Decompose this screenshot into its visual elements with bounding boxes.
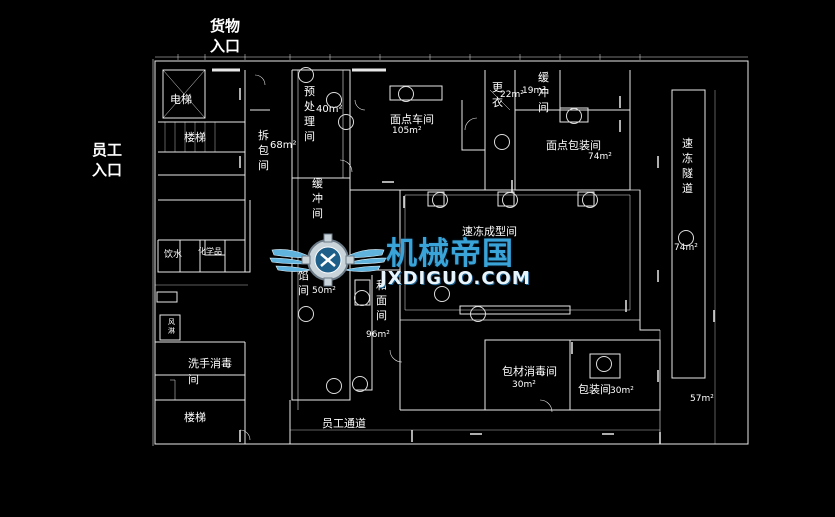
equipment-marker	[432, 192, 448, 208]
stairs-top-label: 楼梯	[184, 131, 206, 144]
dressing-label: 更衣	[492, 81, 503, 109]
watermark-logo: 机械帝国 JXDIGUO.COM	[268, 224, 568, 294]
pastry-workshop-area: 105m²	[392, 126, 422, 136]
equipment-marker	[298, 306, 314, 322]
cooling-room-label: 速冻成型间	[462, 225, 517, 238]
equipment-marker	[352, 376, 368, 392]
buffer-top-label: 缓冲间	[538, 71, 549, 114]
equipment-marker	[566, 108, 582, 124]
equipment-marker	[398, 86, 414, 102]
dressing-area: 22m²	[500, 90, 524, 100]
quick-freeze-label: 速冻隧道	[682, 137, 693, 195]
pastry-packing-area: 74m²	[588, 152, 612, 162]
packing-disinfect-label: 包材消毒间	[502, 365, 557, 378]
quick-freeze-area: 74m²	[674, 243, 698, 253]
buffer-top-area: 19m²	[522, 86, 546, 96]
dough-area: 96m²	[366, 330, 390, 340]
chemical-label: 化学品	[198, 247, 222, 256]
equipment-marker	[326, 92, 342, 108]
staff-corridor-label: 员工通道	[322, 417, 366, 430]
equipment-marker	[596, 356, 612, 372]
equipment-marker	[494, 134, 510, 150]
packing-label: 包装间	[578, 383, 611, 396]
equipment-marker	[338, 114, 354, 130]
equipment-marker	[434, 286, 450, 302]
gear-wings-icon	[269, 233, 387, 287]
restroom-label: 风淋	[168, 318, 175, 335]
preprocess-area: 40m²	[316, 104, 343, 115]
preprocess-label: 预处理间	[304, 85, 315, 143]
elevator-label: 电梯	[170, 93, 192, 106]
dough-label: 和面间	[376, 279, 387, 322]
unpacking-area: 68m²	[270, 140, 297, 151]
staff-entrance-label: 员工 入口	[91, 141, 122, 179]
unpacking-label: 拆包间	[258, 129, 269, 172]
right-area-label: 57m²	[690, 394, 714, 404]
hand-wash-label: 洗手消毒间	[188, 357, 232, 386]
packing-disinfect-area: 30m²	[512, 380, 536, 390]
goods-entrance-label: 货物 入口	[209, 17, 240, 55]
packing-area: 30m²	[610, 386, 634, 396]
equipment-marker	[502, 192, 518, 208]
drinking-water-label: 饮水	[164, 250, 183, 260]
equipment-marker	[470, 306, 486, 322]
filling-label: 馅间	[298, 269, 309, 297]
equipment-marker	[354, 290, 370, 306]
equipment-marker	[678, 230, 694, 246]
equipment-marker	[326, 378, 342, 394]
equipment-marker	[582, 192, 598, 208]
equipment-marker	[298, 67, 314, 83]
filling-area: 50m²	[312, 286, 336, 296]
buffer-mid-label: 缓冲间	[312, 177, 323, 220]
stairs-bottom-label: 楼梯	[184, 411, 206, 424]
pastry-workshop-label: 面点车间	[390, 113, 434, 126]
watermark-en: JXDIGUO.COM	[380, 268, 531, 289]
watermark-cn: 机械帝国	[386, 236, 514, 272]
pastry-packing-label: 面点包装间	[546, 139, 601, 152]
